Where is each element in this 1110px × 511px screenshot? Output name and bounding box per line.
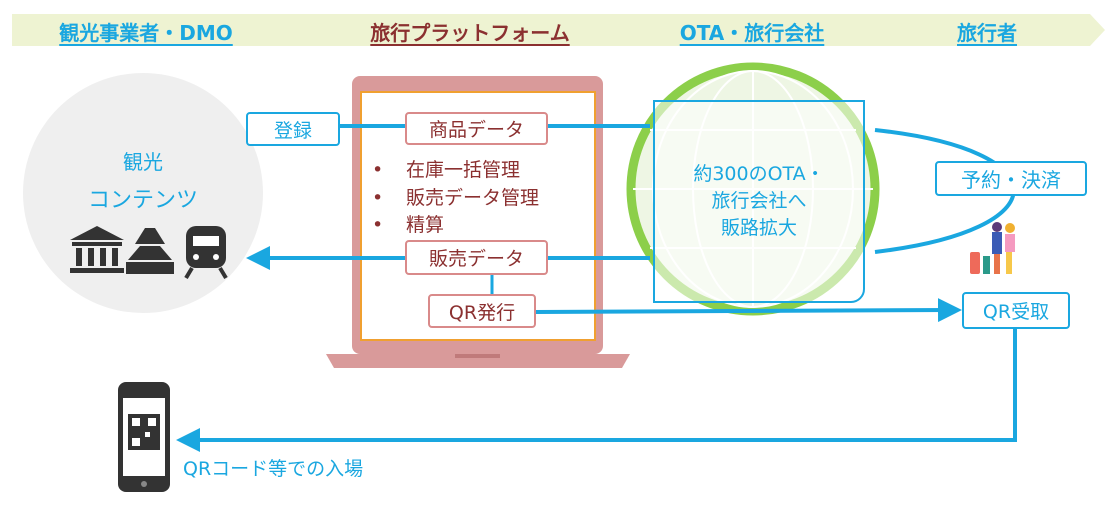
museum-icon bbox=[70, 226, 124, 273]
castle-icon bbox=[126, 228, 174, 274]
product-data-box: 商品データ bbox=[405, 112, 548, 145]
sales-data-box: 販売データ bbox=[405, 240, 548, 275]
ota-line2: 旅行会社へ bbox=[711, 190, 807, 212]
laptop-base bbox=[326, 354, 630, 368]
register-box: 登録 bbox=[246, 112, 340, 146]
bullet-inventory: •在庫一括管理 bbox=[372, 159, 521, 181]
ota-line3: 販路拡大 bbox=[720, 217, 797, 239]
header-band bbox=[12, 14, 1105, 46]
bullet-settlement: •精算 bbox=[372, 214, 445, 236]
reserve-payment-box: 予約・決済 bbox=[935, 161, 1087, 196]
smartphone-icon bbox=[118, 382, 170, 492]
bullet-sales-data: •販売データ管理 bbox=[372, 187, 540, 209]
header-travelers[interactable]: 旅行者 bbox=[957, 21, 1017, 45]
header-travel-platform[interactable]: 旅行プラットフォーム bbox=[370, 21, 570, 45]
content-title: 観光 bbox=[123, 150, 163, 174]
qr-receive-box: QR受取 bbox=[962, 292, 1070, 329]
header-tourism-operators[interactable]: 観光事業者・DMO bbox=[59, 21, 233, 45]
ota-box: 約300のOTA・ 旅行会社へ 販路拡大 bbox=[653, 100, 865, 303]
content-subtitle: コンテンツ bbox=[87, 188, 199, 213]
train-icon bbox=[184, 226, 228, 280]
ota-line1: 約300のOTA・ bbox=[693, 163, 825, 185]
entry-label: QRコード等での入場 bbox=[183, 458, 364, 480]
travelers-icon bbox=[970, 222, 1015, 274]
qr-issue-box: QR発行 bbox=[428, 294, 536, 328]
header-ota[interactable]: OTA・旅行会社 bbox=[679, 21, 825, 45]
